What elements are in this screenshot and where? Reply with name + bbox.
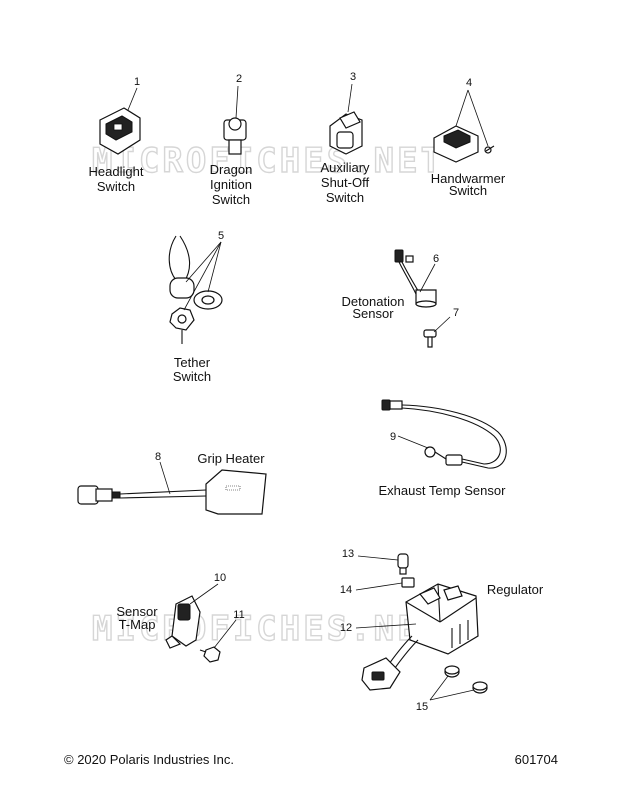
- bolt-11-drawing[interactable]: [199, 646, 221, 663]
- callout-6: 6: [433, 253, 439, 265]
- label-dragon: Dragon: [210, 162, 253, 177]
- label-exhaust-temp-sensor: Exhaust Temp Sensor: [379, 483, 507, 498]
- label-ignition: Ignition: [210, 177, 252, 192]
- label-sensor-6: Sensor: [352, 306, 394, 321]
- callout-12: 12: [340, 622, 352, 634]
- callout-11: 11: [233, 609, 244, 621]
- leader-11: [213, 619, 237, 649]
- leader-10: [189, 583, 219, 605]
- bolt-13-drawing[interactable]: [397, 553, 409, 575]
- leader-4b: [467, 89, 489, 147]
- grommets-15-drawing[interactable]: [444, 665, 488, 694]
- callout-2: 2: [236, 73, 242, 85]
- label-switch-2: Switch: [212, 192, 250, 207]
- label-auxiliary: Auxiliary: [320, 160, 370, 175]
- headlight-switch-drawing[interactable]: [99, 107, 141, 155]
- leader-9: [397, 435, 429, 449]
- leader-8: [159, 461, 171, 495]
- label-handwarmer: Handwarmer: [431, 171, 506, 186]
- watermark-top: MICROFICHES.NET: [92, 141, 444, 181]
- ignition-switch-drawing[interactable]: [223, 117, 247, 155]
- callout-3: 3: [350, 71, 356, 83]
- leader-15a: [429, 675, 449, 701]
- leader-4a: [455, 89, 469, 127]
- leader-14: [355, 582, 403, 591]
- leader-15b: [429, 689, 475, 701]
- watermark-bottom: MICROFICHES.NET: [92, 609, 444, 649]
- exhaust-temp-sensor-drawing[interactable]: [381, 399, 507, 469]
- callout-14: 14: [340, 584, 352, 596]
- tether-switch-drawing[interactable]: [168, 235, 223, 344]
- label-switch-5: Switch: [173, 369, 211, 384]
- leader-2: [235, 85, 239, 119]
- label-t-map: T-Map: [119, 617, 156, 632]
- callout-8: 8: [155, 451, 161, 463]
- leader-5c: [183, 241, 222, 311]
- label-switch-4: Switch: [449, 183, 487, 198]
- label-switch-1: Switch: [97, 179, 135, 194]
- label-headlight: Headlight: [89, 164, 144, 179]
- callout-9: 9: [390, 431, 396, 443]
- handwarmer-switch-drawing[interactable]: [433, 125, 495, 163]
- leader-5b: [207, 241, 222, 293]
- label-sensor-10: Sensor: [116, 604, 158, 619]
- leader-13: [357, 555, 399, 561]
- leader-5a: [185, 241, 222, 283]
- callout-7: 7: [453, 307, 459, 319]
- leader-1: [127, 87, 138, 111]
- copyright-text: © 2020 Polaris Industries Inc.: [64, 752, 234, 767]
- bolt-7-drawing[interactable]: [423, 329, 437, 348]
- label-detonation: Detonation: [342, 294, 405, 309]
- callout-10: 10: [214, 572, 226, 584]
- label-switch-3: Switch: [326, 190, 364, 205]
- label-tether: Tether: [174, 355, 211, 370]
- callout-15: 15: [416, 701, 428, 713]
- diagram-id: 601704: [515, 752, 558, 767]
- label-regulator: Regulator: [487, 582, 544, 597]
- leader-12: [355, 623, 417, 629]
- label-grip-heater: Grip Heater: [197, 451, 265, 466]
- washer-14-drawing[interactable]: [401, 577, 415, 588]
- grip-heater-drawing[interactable]: [77, 469, 267, 515]
- leader-7: [433, 316, 451, 333]
- callout-1: 1: [134, 76, 140, 88]
- tmap-sensor-drawing[interactable]: [165, 595, 201, 649]
- leader-3: [347, 83, 353, 113]
- detonation-sensor-drawing[interactable]: [394, 249, 437, 308]
- leader-6: [419, 263, 436, 293]
- callout-4: 4: [466, 77, 472, 89]
- label-shut-off: Shut-Off: [321, 175, 370, 190]
- callout-5: 5: [218, 230, 224, 242]
- auxiliary-switch-drawing[interactable]: [329, 111, 363, 155]
- callout-13: 13: [342, 548, 354, 560]
- regulator-drawing[interactable]: [361, 583, 479, 691]
